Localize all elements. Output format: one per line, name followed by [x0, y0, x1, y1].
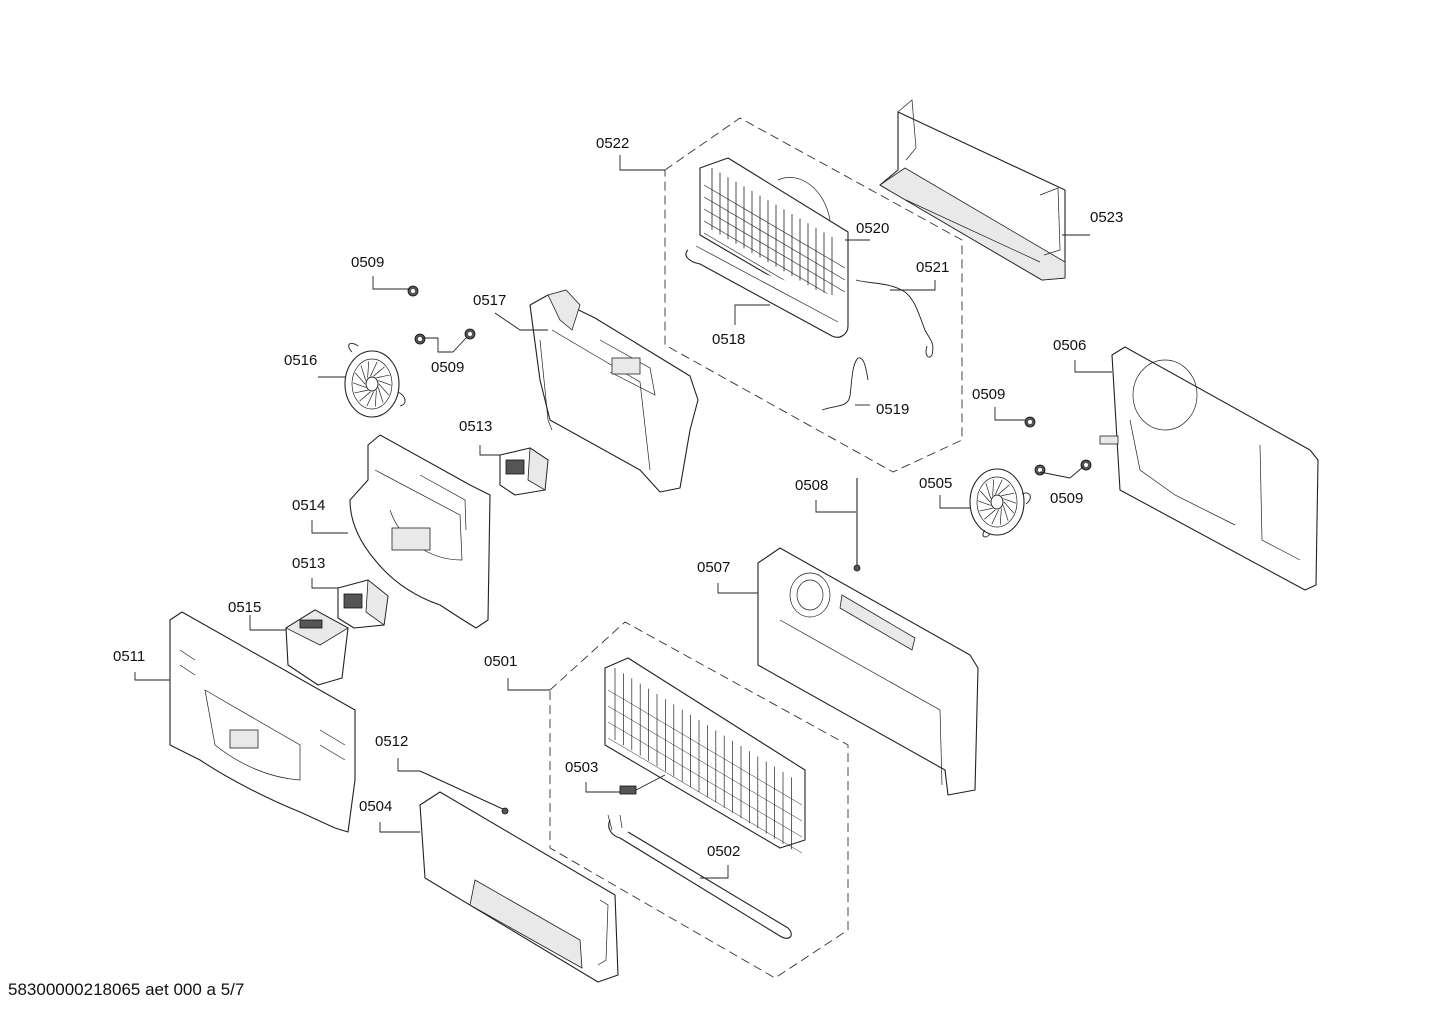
label-0517: 0517	[473, 292, 506, 309]
part-0504-tray	[419, 791, 619, 983]
label-0523: 0523	[1090, 209, 1123, 226]
part-0511-front-cover	[169, 611, 356, 833]
label-0519: 0519	[876, 401, 909, 418]
part-0508-probe	[853, 478, 861, 572]
fan-blades	[977, 479, 1017, 525]
label-0501: 0501	[484, 653, 517, 670]
part-0517-air-duct	[529, 289, 699, 493]
label-0509-mid: 0509	[431, 359, 464, 376]
part-0519-wire	[821, 357, 869, 411]
part-0513-connector-upper	[499, 447, 549, 496]
part-0509-nuts	[407, 285, 1092, 476]
fan-blades	[352, 361, 392, 407]
part-0515-block	[285, 609, 349, 686]
part-0506-rear-panel	[1099, 346, 1319, 591]
label-0514: 0514	[292, 497, 325, 514]
label-0521: 0521	[916, 259, 949, 276]
label-0513-lower: 0513	[292, 555, 325, 572]
label-0508: 0508	[795, 477, 828, 494]
label-0502: 0502	[707, 843, 740, 860]
evaporator-coils	[703, 168, 846, 317]
assembly-boundary-0522	[664, 117, 963, 473]
label-0516: 0516	[284, 352, 317, 369]
assembly-boundary-0501	[549, 621, 849, 979]
label-0509-top: 0509	[351, 254, 384, 271]
part-0513-connector-lower	[337, 579, 389, 629]
part-0523-cover	[879, 99, 1066, 281]
part-0514-housing	[349, 434, 491, 629]
label-0505: 0505	[919, 475, 952, 492]
part-0516-fan	[344, 342, 406, 418]
label-0506: 0506	[1053, 337, 1086, 354]
document-reference: 58300000218065 aet 000 a 5/7	[8, 980, 245, 999]
part-0518-heater	[685, 245, 849, 338]
part-0502-heater	[607, 814, 792, 939]
part-0512-sensor	[419, 770, 509, 815]
part-labels: 0522 0523 0520 0521 0518 0519 0509 0509 …	[113, 135, 1123, 860]
label-0503: 0503	[565, 759, 598, 776]
part-0507-fan-housing	[757, 547, 979, 796]
part-0505-fan	[969, 468, 1031, 538]
label-0509-right: 0509	[972, 386, 1005, 403]
part-0501-evaporator	[604, 657, 806, 854]
leader-lines	[134, 155, 1112, 879]
label-0509-lower-right: 0509	[1050, 490, 1083, 507]
evaporator-coils	[607, 668, 803, 854]
label-0511: 0511	[113, 648, 145, 665]
label-0520: 0520	[856, 220, 889, 237]
part-0520-evaporator	[699, 157, 849, 317]
label-0515: 0515	[228, 599, 261, 616]
label-0518: 0518	[712, 331, 745, 348]
label-0513-upper: 0513	[459, 418, 492, 435]
label-0512: 0512	[375, 733, 408, 750]
label-0522: 0522	[596, 135, 629, 152]
label-0504: 0504	[359, 798, 392, 815]
part-0521-wire	[855, 279, 934, 358]
label-0507: 0507	[697, 559, 730, 576]
part-0503-probe	[619, 774, 666, 795]
